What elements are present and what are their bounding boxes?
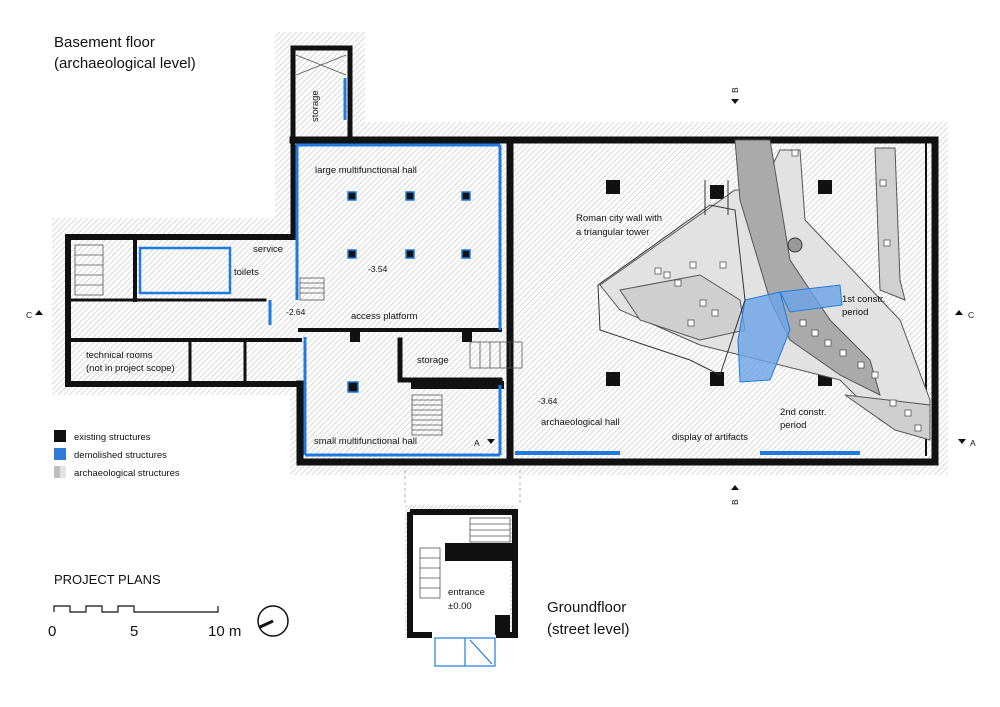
basement-title-line2: (archaeological level): [54, 55, 196, 72]
legend-swatch-demolished: [54, 448, 66, 460]
section-c-right: C: [968, 310, 974, 320]
legend-existing: existing structures: [74, 432, 151, 443]
label-second-period-line1: 2nd constr.: [780, 407, 826, 418]
label-service: service: [253, 244, 283, 255]
legend: existing structures demolished structure…: [54, 430, 180, 479]
scale-tick-10: 10 m: [208, 623, 241, 640]
basement-title: Basement floor (archaeological level): [54, 34, 196, 72]
legend-swatch-archaeological: [54, 466, 60, 478]
columns-large-hall: [347, 191, 471, 393]
label-large-hall: large multifunctional hall: [315, 165, 417, 176]
label-roman-line1: Roman city wall with: [576, 213, 662, 224]
stairs: [74, 54, 523, 436]
section-a-left: A: [474, 438, 480, 448]
label-entrance: entrance: [448, 587, 485, 598]
label-display-artifacts: display of artifacts: [672, 432, 748, 443]
legend-archaeological: archaeological structures: [74, 468, 180, 479]
label-level-000: ±0.00: [448, 601, 472, 612]
project-plans-title: PROJECT PLANS: [54, 572, 161, 587]
label-storage-top: storage: [310, 90, 321, 122]
label-technical-line2: (not in project scope): [86, 363, 175, 374]
basement-title-line1: Basement floor: [54, 34, 155, 51]
groundfloor-title: Groundfloor (street level): [547, 599, 630, 638]
label-first-period-line2: period: [842, 307, 868, 318]
label-access-platform: access platform: [351, 311, 418, 322]
groundfloor-title-line1: Groundfloor: [547, 599, 626, 616]
section-b-top: B: [730, 87, 740, 93]
label-level-264: -2.64: [286, 307, 306, 317]
groundfloor-plan: [404, 470, 521, 667]
label-roman-line2: a triangular tower: [576, 227, 649, 238]
label-second-period-line2: period: [780, 420, 806, 431]
groundfloor-title-line2: (street level): [547, 621, 630, 638]
label-toilets: toilets: [234, 267, 259, 278]
section-c-left: C: [26, 310, 32, 320]
legend-demolished: demolished structures: [74, 450, 167, 461]
archaeological-structures: [599, 139, 931, 441]
scale-tick-0: 0: [48, 623, 56, 640]
label-archaeological-hall: archaeological hall: [541, 417, 620, 428]
label-first-period-line1: 1st constr.: [842, 294, 885, 305]
scale-bar: 0 5 10 m: [48, 605, 289, 640]
label-technical-line1: technical rooms: [86, 350, 153, 361]
north-arrow-icon: [257, 605, 289, 637]
label-small-hall: small multifunctional hall: [314, 436, 417, 447]
label-storage-mid: storage: [417, 355, 449, 366]
basement-walls: [65, 45, 939, 466]
section-a-right: A: [970, 438, 976, 448]
legend-swatch-existing: [54, 430, 66, 442]
label-level-364: -3.64: [538, 396, 558, 406]
section-b-bottom: B: [730, 499, 740, 505]
section-markers: A A B B C C: [26, 87, 976, 505]
label-level-354: -3.54: [368, 264, 388, 274]
demolished-structures: [138, 78, 860, 457]
scale-tick-5: 5: [130, 623, 138, 640]
roman-wall-outline: [597, 180, 746, 376]
